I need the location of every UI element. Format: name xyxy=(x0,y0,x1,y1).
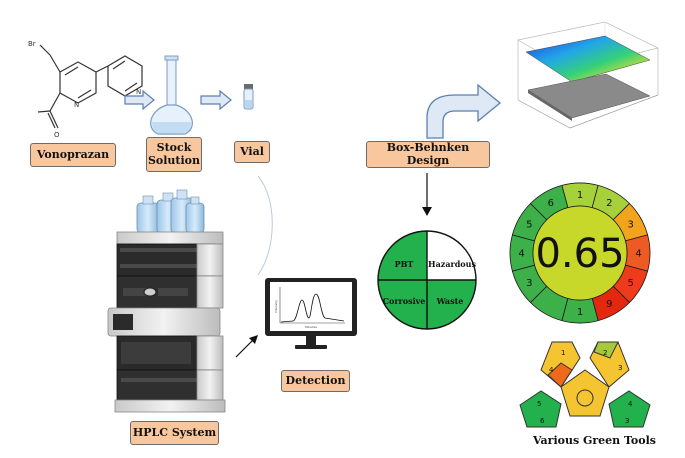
pie-corrosive xyxy=(378,280,427,329)
pie-label-pbt: PBT xyxy=(395,259,414,269)
label-box-behnken: Box-Behnken Design xyxy=(366,141,490,168)
pie-label-hazardous: Hazardous xyxy=(428,259,476,269)
label-hplc-system: HPLC System xyxy=(130,421,219,445)
agree-score-value: 0.65 xyxy=(535,231,624,277)
cg-num-1: 1 xyxy=(561,349,565,357)
agree-center xyxy=(532,205,628,301)
hplc-instrument xyxy=(107,189,226,413)
agree-segment-label: 5 xyxy=(526,219,532,230)
label-detection: Detection xyxy=(281,370,350,392)
label-vial: Vial xyxy=(234,141,270,163)
label-vial-text: Vial xyxy=(240,144,264,158)
chromatogram-ylabel: Intensity xyxy=(274,300,278,313)
vial xyxy=(243,84,254,110)
curved-arrow xyxy=(426,83,502,139)
pie-hazardous xyxy=(427,231,476,280)
label-vonoprazan: Vonoprazan xyxy=(30,143,116,167)
response-surface-plot xyxy=(517,21,660,129)
pie-pbt xyxy=(378,231,427,280)
detection-monitor xyxy=(265,278,357,349)
pie-waste xyxy=(427,280,476,329)
atom-o: O xyxy=(54,131,60,139)
solvent-bottles xyxy=(136,189,205,234)
label-stock-solution: Stock Solution xyxy=(146,137,202,172)
agree-segment-label: 3 xyxy=(628,219,634,230)
cg-num-7: 3 xyxy=(625,417,629,425)
gapi-pie: PBT Hazardous Corrosive Waste xyxy=(377,230,477,330)
agree-segment-label: 3 xyxy=(526,278,532,289)
arrow-to-vial xyxy=(200,89,232,111)
cg-num-6: 6 xyxy=(540,417,545,425)
atom-n-ring1: N xyxy=(74,101,79,109)
cg-num-8: 4 xyxy=(628,400,633,408)
chromatogram-xlabel: Minutes xyxy=(305,325,317,329)
agree-segment-label: 5 xyxy=(628,278,634,289)
label-stock-line1: Stock xyxy=(156,140,192,154)
agree-segment-label: 2 xyxy=(606,198,612,209)
agree-segment-label: 1 xyxy=(577,190,583,201)
cg-num-3: 3 xyxy=(618,364,622,372)
pie-label-waste: Waste xyxy=(436,296,464,306)
complexgapi-numbers: 1 2 3 4 5 6 3 4 xyxy=(537,349,633,425)
agree-segment-label: 4 xyxy=(635,249,641,260)
label-stock-line2: Solution xyxy=(147,153,201,167)
arrow-to-flask xyxy=(124,89,155,111)
volumetric-flask xyxy=(150,55,193,135)
label-green-tools: Various Green Tools xyxy=(533,434,656,447)
cg-num-4: 4 xyxy=(549,366,554,374)
pie-label-corrosive: Corrosive xyxy=(383,296,426,306)
agree-segment-label: 1 xyxy=(577,307,583,318)
label-detection-text: Detection xyxy=(285,373,346,387)
agree-segment-label: 6 xyxy=(548,198,554,209)
arrow-to-detector xyxy=(235,335,258,358)
agree-segment-label: 9 xyxy=(606,299,612,310)
connector-arc xyxy=(257,175,273,276)
agree-segment-label: 4 xyxy=(518,249,524,260)
cg-num-5: 5 xyxy=(537,400,541,408)
cg-num-2: 2 xyxy=(603,349,607,357)
down-arrow xyxy=(422,173,432,216)
chemical-structure xyxy=(37,44,143,129)
label-hplc-text: HPLC System xyxy=(132,425,217,439)
atom-n-ring2: N xyxy=(136,88,141,96)
label-vonoprazan-text: Vonoprazan xyxy=(36,147,110,161)
label-box-behnken-text: Box-Behnken Design xyxy=(386,140,470,167)
complexgapi-pictogram xyxy=(519,341,651,428)
atom-br: Br xyxy=(28,40,36,48)
